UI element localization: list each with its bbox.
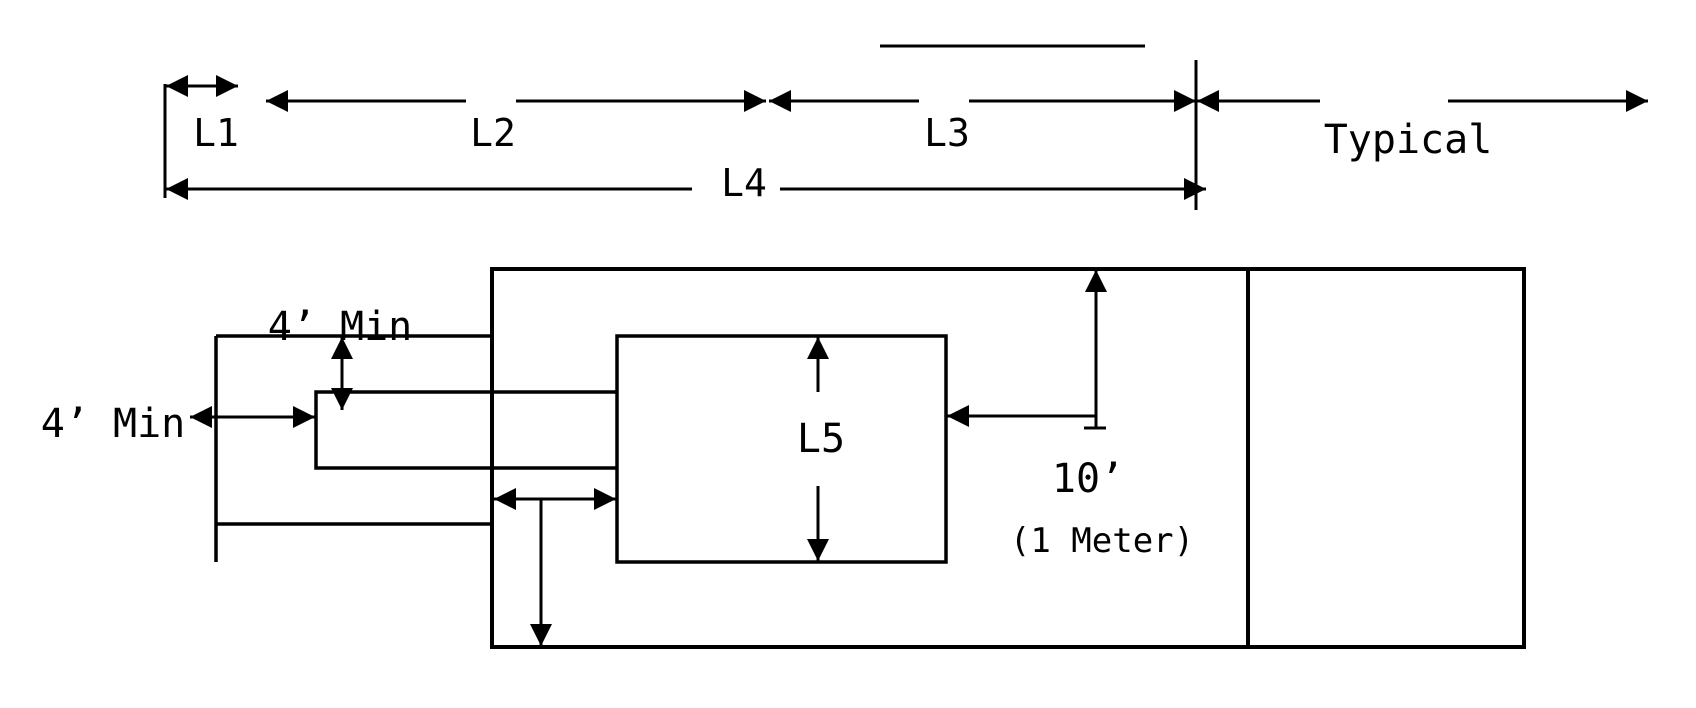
l3-label: L3 bbox=[924, 111, 970, 155]
main-lot-outline bbox=[490, 267, 1250, 649]
typical-label: Typical bbox=[1324, 117, 1493, 163]
adjacent-lot-outline bbox=[1246, 267, 1526, 649]
l4-label: L4 bbox=[721, 161, 767, 205]
ten-feet-label: 10’ bbox=[1052, 456, 1124, 502]
one-meter-label: (1 Meter) bbox=[1010, 521, 1194, 561]
min-top-label: 4’ Min bbox=[268, 304, 413, 350]
l1-label: L1 bbox=[193, 111, 239, 155]
l5-label: L5 bbox=[797, 416, 845, 462]
building-outline bbox=[615, 334, 948, 564]
min-left-label: 4’ Min bbox=[41, 401, 186, 447]
l2-label: L2 bbox=[470, 111, 516, 155]
throat-outline bbox=[314, 390, 617, 470]
